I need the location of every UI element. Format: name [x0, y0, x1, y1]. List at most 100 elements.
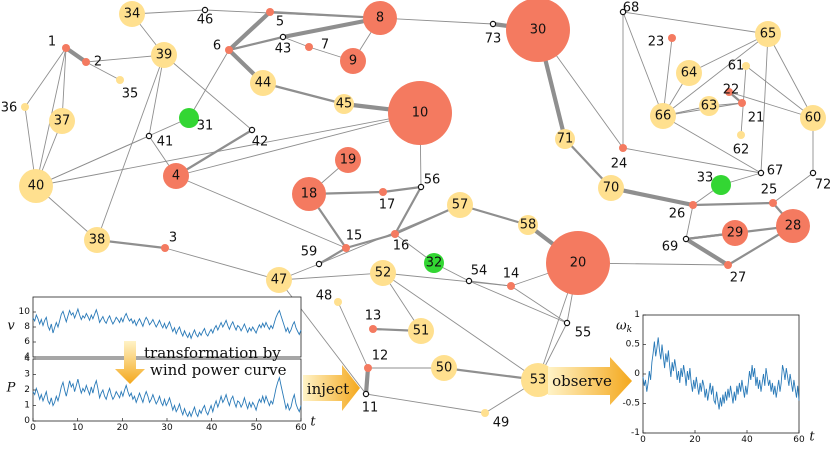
node-35: 35	[116, 76, 138, 102]
node-7-label: 7	[321, 38, 329, 53]
observe-arrow	[548, 357, 632, 405]
node-66-marker	[650, 103, 676, 129]
node-9-label: 9	[349, 54, 357, 69]
node-60: 60	[800, 105, 826, 131]
node-23-marker	[668, 34, 676, 42]
node-35-marker	[116, 76, 124, 84]
wind-power-xtick-label: 30	[161, 423, 173, 433]
edge-65-60	[767, 33, 814, 119]
frequency-deviation-xtick-label: 60	[793, 435, 805, 445]
node-56-marker	[417, 183, 425, 191]
node-58: 58	[518, 215, 538, 235]
inject-label: inject	[307, 380, 349, 398]
edge-57-59	[318, 204, 461, 265]
node-27-marker	[724, 261, 732, 269]
node-68-label: 68	[623, 1, 640, 16]
node-42-marker	[248, 126, 256, 134]
edge-2-35	[85, 61, 121, 81]
edge-39-41	[148, 54, 165, 137]
node-6-label: 6	[213, 39, 221, 54]
node-63: 63	[699, 96, 719, 116]
node-32: 32	[424, 253, 444, 273]
node-2-label: 2	[94, 55, 102, 70]
node-53-label: 53	[530, 373, 547, 388]
node-46: 46	[197, 6, 213, 28]
node-56: 56	[417, 173, 440, 191]
frequency-deviation-xtick-label: 20	[689, 435, 701, 445]
node-67: 67	[757, 164, 783, 179]
node-22: 22	[723, 83, 740, 98]
wind-power-xtick-label: 0	[30, 423, 36, 433]
wind-power-xtick-label: 50	[251, 423, 263, 433]
node-35-label: 35	[122, 87, 139, 102]
observe-label: observe	[552, 372, 612, 390]
node-48-label: 48	[316, 289, 333, 304]
node-12-marker	[364, 364, 372, 372]
wind-speed-ytick-label: 6	[24, 337, 30, 347]
node-70-label: 70	[603, 181, 620, 196]
edge-25-72	[772, 172, 814, 204]
frequency-deviation-xtick-label: 0	[640, 435, 646, 445]
node-49-marker	[481, 409, 489, 417]
edge-65-67	[760, 33, 769, 174]
node-6: 6	[213, 39, 233, 54]
node-10: 10	[388, 81, 452, 145]
node-65-label: 65	[760, 27, 777, 42]
node-44-label: 44	[255, 76, 272, 91]
node-37-label: 37	[54, 114, 71, 129]
node-14: 14	[503, 267, 519, 290]
node-41: 41	[145, 132, 173, 150]
wind-power-ytick-label: 0	[24, 416, 30, 426]
node-59: 59	[301, 245, 323, 268]
node-23-label: 23	[648, 35, 665, 50]
node-62-marker	[737, 131, 745, 139]
frequency-deviation-ytick-label: 0	[634, 369, 640, 379]
edge-56-16	[393, 185, 423, 236]
edge-39-42	[163, 54, 253, 131]
node-54: 54	[465, 264, 487, 285]
wind-power-xtick-label: 20	[117, 423, 129, 433]
wind-power-xtick-label: 10	[72, 423, 84, 433]
node-11-marker	[362, 390, 370, 398]
wind-speed-ytick-label: 10	[19, 307, 31, 317]
edge-22-60	[728, 91, 814, 119]
edge-26-69	[685, 204, 694, 240]
node-25-label: 25	[761, 183, 778, 198]
wind-power-ytick-label: 3	[24, 370, 30, 380]
node-26-label: 26	[669, 207, 686, 222]
node-23: 23	[648, 34, 676, 50]
node-20-label: 20	[570, 256, 587, 271]
edge-24-67	[622, 147, 762, 174]
node-31-marker	[179, 108, 199, 128]
edge-11-49	[365, 393, 486, 414]
node-27: 27	[724, 261, 746, 286]
node-32-label: 32	[426, 256, 443, 271]
node-12-label: 12	[372, 349, 389, 364]
node-50-marker	[431, 355, 457, 381]
node-60-label: 60	[805, 111, 822, 126]
node-40-marker	[19, 169, 53, 203]
node-8-marker	[363, 1, 397, 35]
node-9-marker	[340, 48, 366, 74]
node-34-marker	[119, 1, 145, 27]
node-43-label: 43	[275, 42, 292, 57]
node-18: 18	[292, 177, 326, 211]
node-64-marker	[676, 60, 702, 86]
node-17-label: 17	[379, 198, 396, 213]
node-16: 16	[391, 230, 409, 254]
node-47-label: 47	[271, 273, 288, 288]
edge-47-52	[278, 272, 384, 281]
node-15: 15	[342, 229, 362, 252]
node-25: 25	[761, 183, 778, 207]
node-21-marker	[738, 99, 746, 107]
wind-power-ytick-label: 4	[24, 354, 30, 364]
edge-43-7	[282, 36, 310, 48]
node-19: 19	[335, 147, 361, 173]
node-21: 21	[738, 99, 764, 126]
edge-5-8	[268, 10, 382, 20]
node-5-marker	[266, 8, 274, 16]
node-30-label: 30	[530, 23, 547, 38]
node-58-label: 58	[520, 218, 537, 233]
node-26-marker	[689, 201, 697, 209]
